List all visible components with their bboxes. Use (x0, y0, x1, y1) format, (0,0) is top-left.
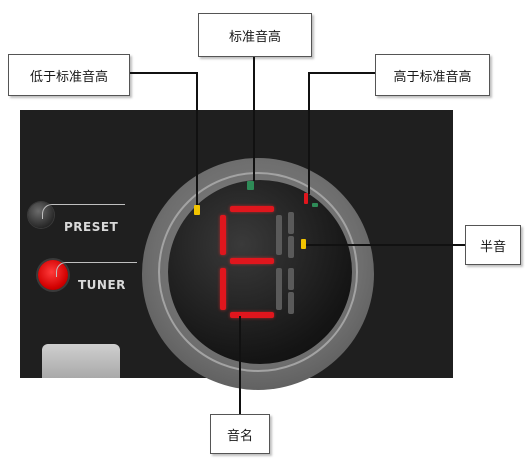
segment-middle (230, 258, 274, 264)
callout-standard-pitch-text: 标准音高 (228, 29, 281, 45)
segment-bottom (230, 312, 274, 318)
led-standard (247, 181, 254, 190)
segment-top (230, 206, 274, 212)
segment-bottom-right (276, 268, 282, 310)
callout-semitone-text: 半音 (479, 239, 506, 255)
tuner-label: TUNER (78, 278, 126, 292)
led-above-standard-green (312, 203, 318, 207)
callout-semitone: 半音 (465, 225, 521, 265)
callout-above-standard: 高于标准音高 (375, 54, 490, 96)
connector-semitone (306, 244, 465, 246)
segment-bottom-left (220, 268, 226, 310)
callout-note-name: 音名 (210, 414, 270, 454)
connector-below-standard-v (196, 72, 198, 205)
segment-extra-1 (288, 212, 294, 234)
connector-note-name (239, 316, 241, 414)
callout-below-standard-text: 低于标准音高 (29, 69, 108, 85)
display-bezel-ring (158, 172, 358, 372)
led-semitone (301, 239, 306, 249)
segment-top-right (276, 215, 282, 255)
led-below-standard (194, 205, 200, 215)
connector-above-standard-h (308, 72, 375, 74)
bottom-button[interactable] (42, 344, 120, 378)
callout-standard-pitch: 标准音高 (198, 13, 312, 57)
tuner-arc (56, 262, 137, 277)
preset-arc (42, 204, 125, 219)
led-above-standard (304, 193, 308, 204)
connector-below-standard-h (130, 72, 197, 74)
segment-extra-2 (288, 236, 294, 258)
callout-above-standard-text: 高于标准音高 (393, 69, 472, 85)
callout-below-standard: 低于标准音高 (8, 54, 130, 96)
segment-top-left (220, 215, 226, 255)
segment-extra-3 (288, 268, 294, 290)
preset-label: PRESET (64, 220, 119, 234)
connector-standard-pitch (253, 57, 255, 181)
segment-extra-4 (288, 292, 294, 314)
callout-note-name-text: 音名 (226, 428, 253, 444)
connector-above-standard-v (308, 72, 310, 194)
